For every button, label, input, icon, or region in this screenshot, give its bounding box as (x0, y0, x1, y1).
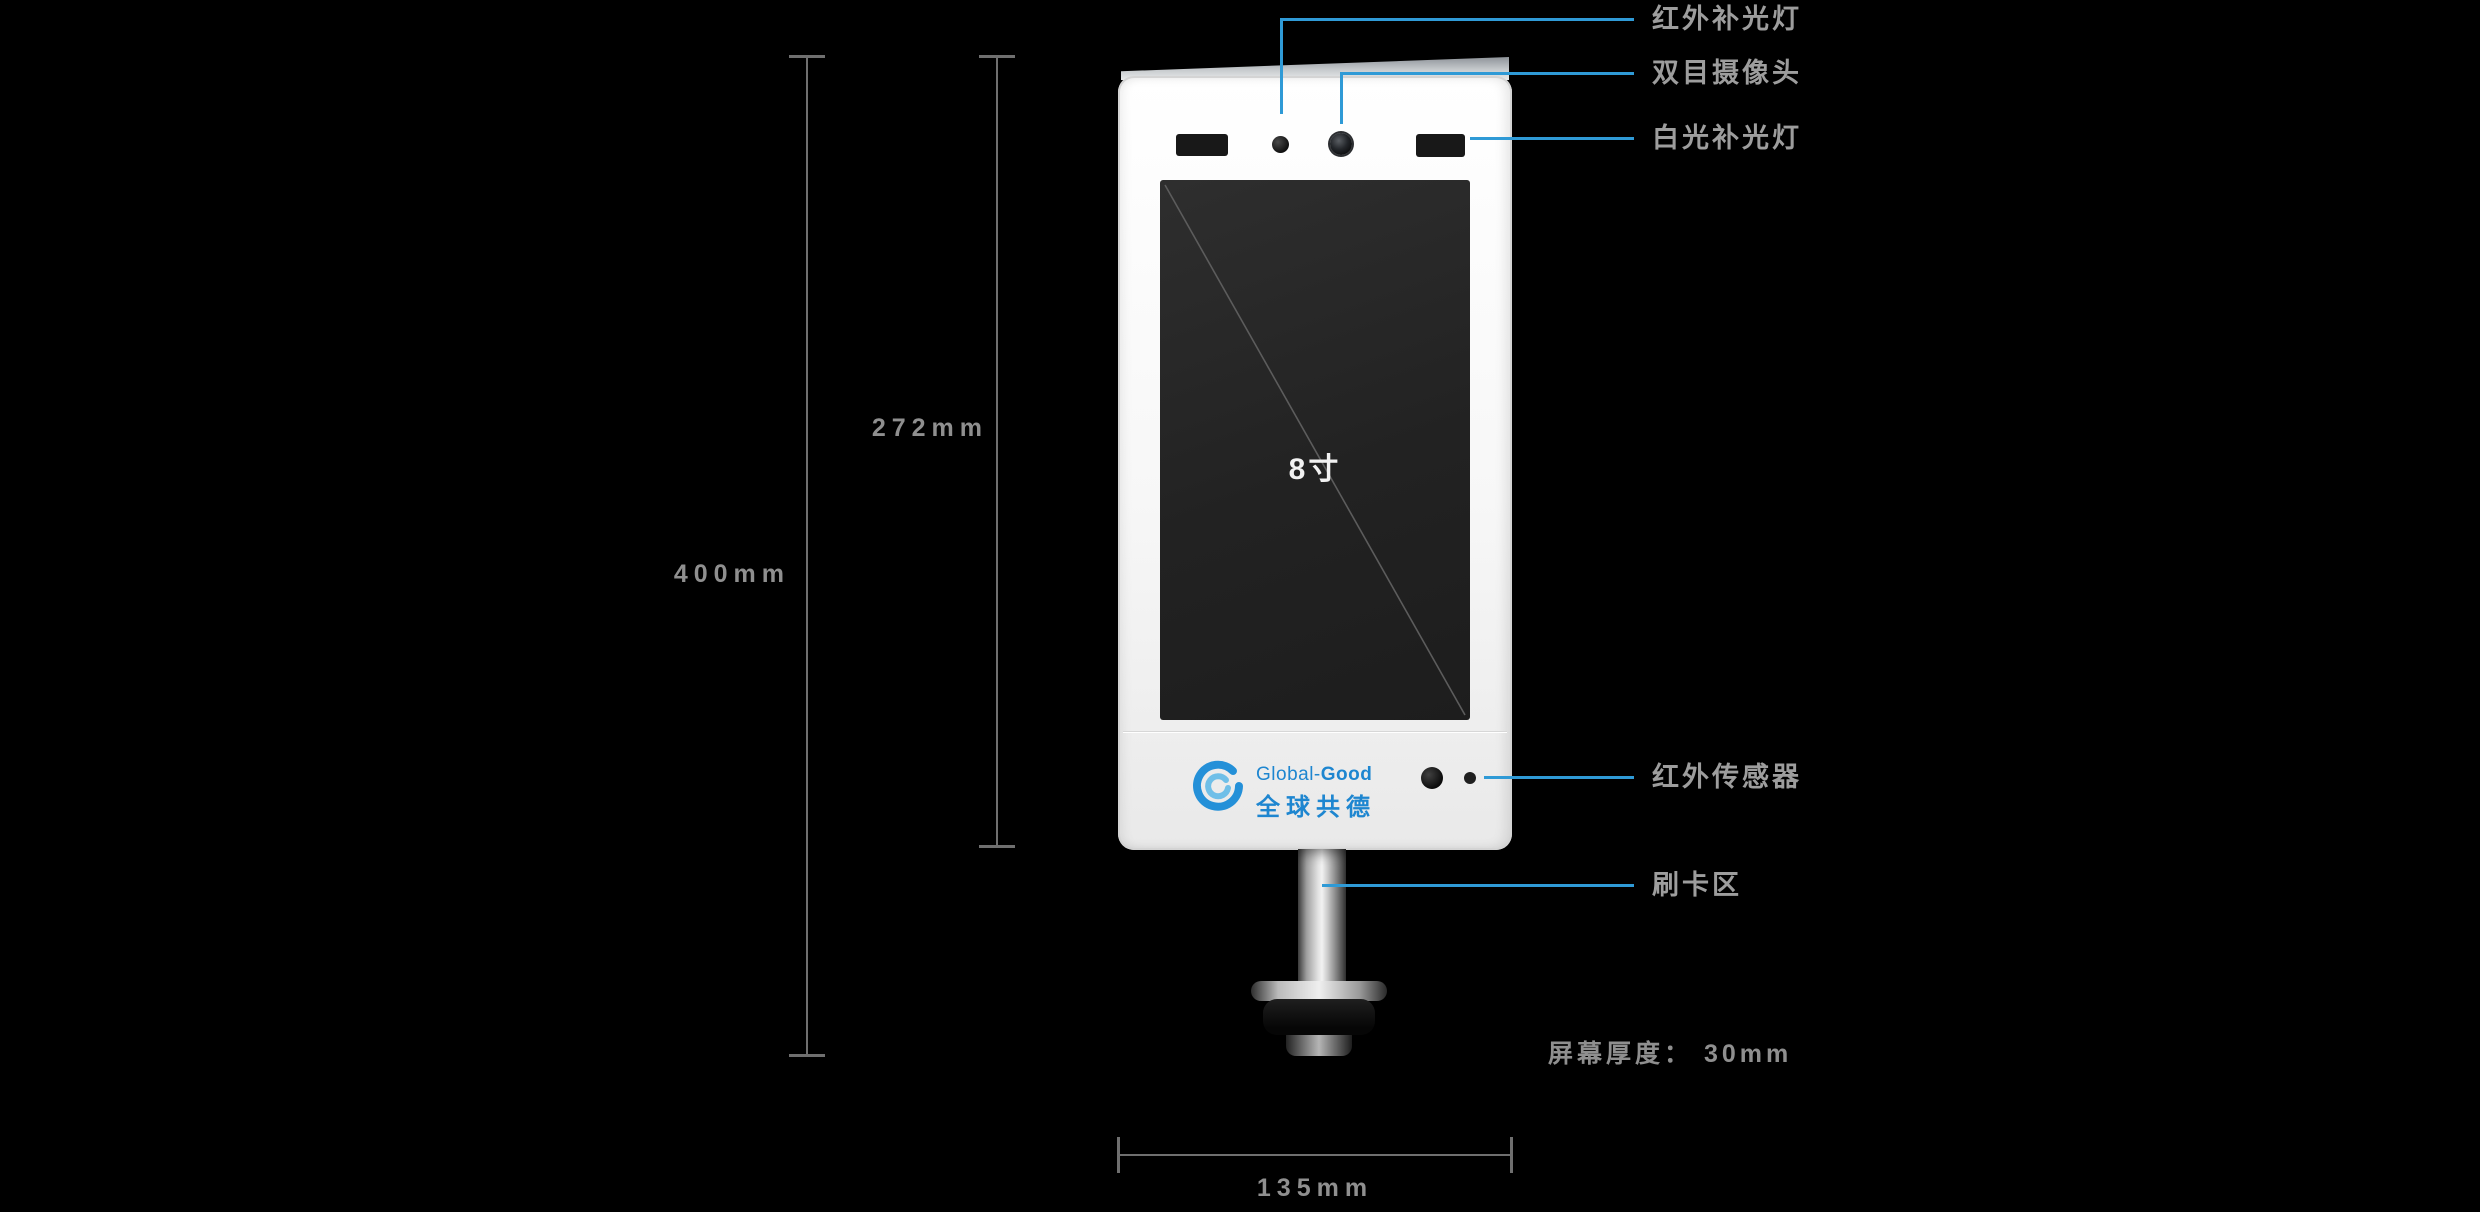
chin-seam (1123, 731, 1507, 732)
ir-fill-light-led (1272, 136, 1289, 153)
dimension-cap-total-top (789, 55, 825, 58)
callout-line-card-swipe-area (1322, 884, 1634, 887)
brand-name-en-bold: Good (1320, 764, 1373, 785)
callout-label-ir-fill-light: 红外补光灯 (1652, 4, 1802, 34)
dimension-label-total-height: 400mm (673, 560, 790, 588)
pole-flange (1251, 981, 1387, 1001)
dimension-cap-width-right (1510, 1137, 1513, 1173)
white-fill-light-window (1416, 134, 1465, 157)
screen-thickness-note: 屏幕厚度： 30mm (1548, 1040, 1793, 1068)
dimension-cap-body-bottom (979, 845, 1015, 848)
device-screen: 8寸 (1160, 180, 1470, 720)
dimension-cap-total-bottom (789, 1054, 825, 1057)
brand-logo-icon (1193, 760, 1243, 811)
brand-name-en-light: Global- (1256, 764, 1321, 785)
screen-size-label: 8寸 (1288, 453, 1342, 487)
brand-name-en: Global-Good (1256, 764, 1372, 786)
callout-line-binocular-camera-vertical (1340, 72, 1343, 124)
dimension-label-body-height: 272mm (871, 414, 988, 442)
brand-name-cn: 全球共德 (1256, 794, 1376, 821)
binocular-camera-lens (1330, 133, 1352, 155)
dimension-line-body-height (996, 57, 998, 847)
ir-fill-light-window (1176, 134, 1228, 156)
screen-diagonal-line (1164, 184, 1466, 716)
ir-sensor-dot-large (1421, 767, 1443, 789)
callout-label-card-swipe-area: 刷卡区 (1652, 870, 1742, 900)
dimension-label-width: 135mm (1256, 1174, 1374, 1202)
callout-line-ir-fill-light-vertical (1280, 18, 1283, 114)
callout-line-binocular-camera (1340, 72, 1634, 75)
callout-label-binocular-camera: 双目摄像头 (1652, 58, 1802, 88)
callout-label-white-fill-light: 白光补光灯 (1652, 123, 1802, 153)
dimension-cap-body-top (979, 55, 1015, 58)
callout-line-white-fill-light (1470, 137, 1634, 140)
ir-sensor-dot-small (1464, 772, 1476, 784)
callout-line-ir-sensor (1484, 776, 1634, 779)
dimension-line-total-height (806, 57, 808, 1056)
callout-label-ir-sensor: 红外传感器 (1652, 762, 1802, 792)
callout-line-ir-fill-light (1280, 18, 1634, 21)
dimension-line-width (1118, 1154, 1512, 1156)
pole-base-ring (1263, 999, 1375, 1035)
mounting-pole (1298, 849, 1346, 987)
